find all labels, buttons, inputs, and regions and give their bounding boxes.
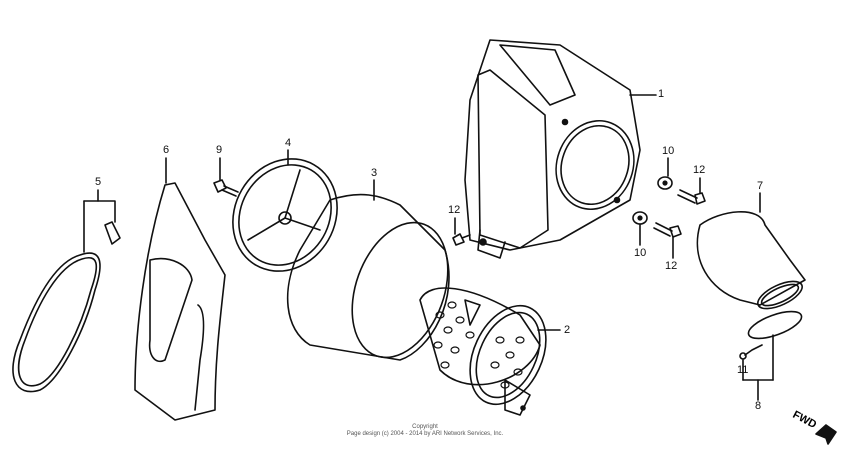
callout-1: 1 (658, 88, 665, 100)
part-3-element[interactable] (286, 179, 466, 371)
part-2-cage[interactable] (419, 287, 561, 416)
part-7-tube[interactable] (696, 192, 806, 314)
callout-6: 6 (163, 144, 170, 156)
part-1-case[interactable] (464, 39, 657, 259)
callout-5: 5 (95, 176, 102, 188)
part-9-bolt[interactable] (213, 157, 239, 197)
callout-11: 11 (737, 364, 749, 376)
fwd-arrow-icon (815, 424, 837, 445)
part-8-band[interactable] (739, 306, 805, 401)
callout-9: 9 (216, 144, 223, 156)
part-12-bolts[interactable] (452, 177, 706, 259)
callout-3: 3 (371, 167, 378, 179)
callout-12b: 12 (448, 204, 461, 216)
callout-10a: 10 (662, 145, 675, 157)
callout-2: 2 (564, 324, 571, 336)
callout-12c: 12 (665, 260, 678, 272)
callout-4: 4 (285, 137, 292, 149)
part-4-plate[interactable] (213, 140, 358, 290)
copyright-line-1: Copyright (412, 424, 438, 430)
part-10-washers[interactable] (632, 157, 673, 246)
callout-8: 8 (755, 400, 762, 412)
callout-7: 7 (757, 180, 764, 192)
part-6-cover[interactable] (134, 157, 226, 421)
callout-12a: 12 (693, 164, 706, 176)
part-5-seal[interactable] (12, 189, 121, 393)
callout-10b: 10 (634, 247, 647, 259)
copyright-line-2: Page design (c) 2004 - 2014 by ARI Netwo… (346, 431, 504, 437)
